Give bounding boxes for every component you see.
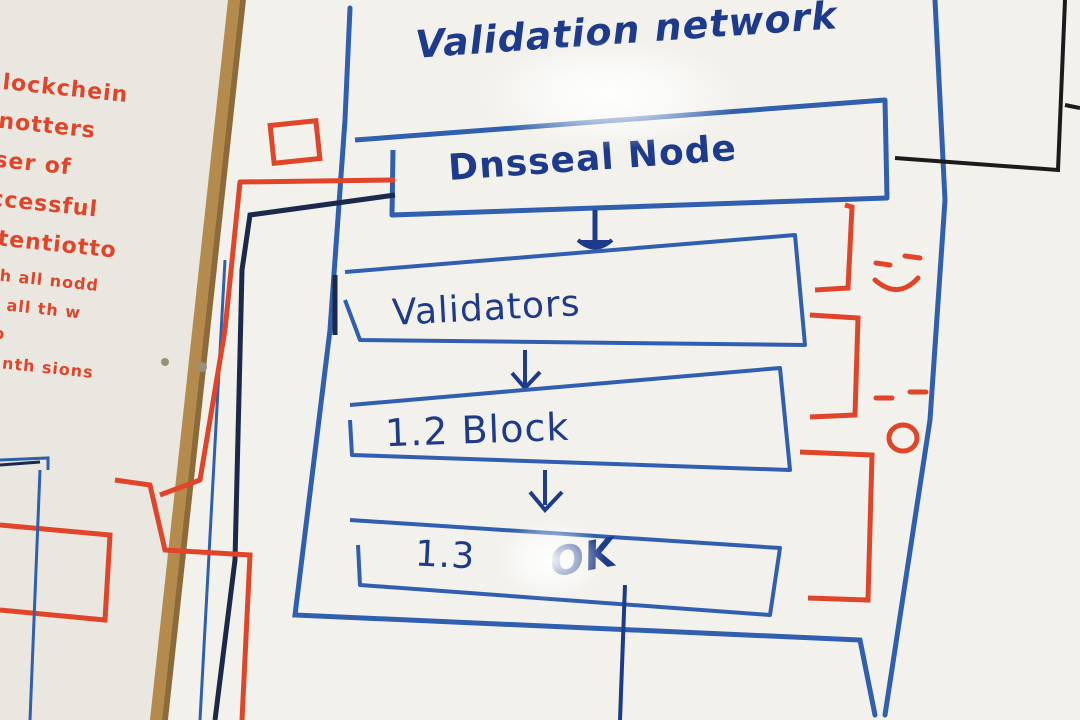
screw xyxy=(197,362,207,372)
happy-face-icon xyxy=(872,253,923,292)
screw xyxy=(161,358,169,366)
note-line: ser of xyxy=(0,147,73,181)
block-box xyxy=(348,366,792,472)
validators-box xyxy=(343,233,807,347)
surprised-face-icon xyxy=(873,389,929,454)
red-connector xyxy=(159,177,396,498)
left-panel-notes: lockchein notters ser of ccessful ttenti… xyxy=(0,70,203,400)
red-bracket xyxy=(814,202,855,293)
dark-line-right xyxy=(894,0,1067,173)
note-line: ttentiotto xyxy=(0,225,118,264)
main-whiteboard-panel xyxy=(168,0,1080,720)
red-bracket xyxy=(799,449,875,603)
dark-connector xyxy=(212,192,396,720)
red-square xyxy=(267,117,323,167)
ok-number-label: 1.3 xyxy=(413,533,477,578)
wooden-frame-strip xyxy=(150,0,240,720)
note-line: notters xyxy=(0,108,98,144)
ok-box xyxy=(349,518,782,617)
red-bracket xyxy=(809,312,861,420)
left-whiteboard-panel xyxy=(0,0,228,720)
note-line: ccessful xyxy=(0,186,100,223)
block-label: 1.2 Block xyxy=(384,404,571,456)
validation-network-frame xyxy=(292,0,948,718)
